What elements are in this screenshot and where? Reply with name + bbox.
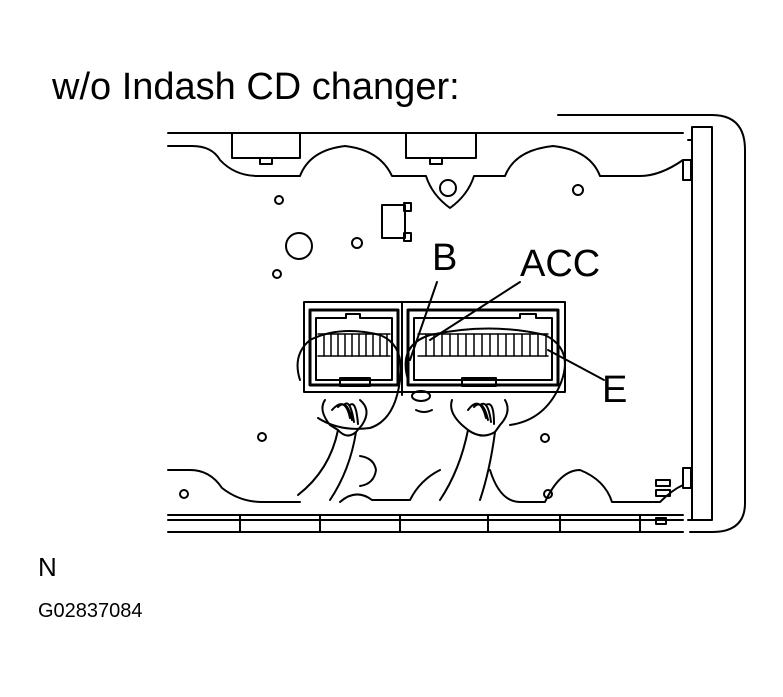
leader-line-acc	[429, 281, 521, 341]
wire-harness-right	[439, 399, 509, 501]
harness-loop-right	[404, 327, 566, 426]
leader-line-e	[547, 349, 605, 381]
front-panel-bracket	[691, 126, 713, 521]
leader-line-b	[409, 281, 438, 361]
callout-label-b: B	[432, 237, 457, 279]
diagram-title: w/o Indash CD changer:	[52, 66, 460, 108]
callout-label-acc: ACC	[520, 243, 600, 285]
harness-loop-left	[296, 330, 402, 430]
top-rail	[167, 132, 684, 209]
figure-id: G02837084	[38, 600, 143, 622]
callout-label-e: E	[602, 369, 627, 411]
housing-top-line	[557, 114, 746, 533]
bottom-rail	[167, 469, 684, 503]
mount-tab	[381, 204, 406, 239]
region-code: N	[38, 552, 57, 582]
